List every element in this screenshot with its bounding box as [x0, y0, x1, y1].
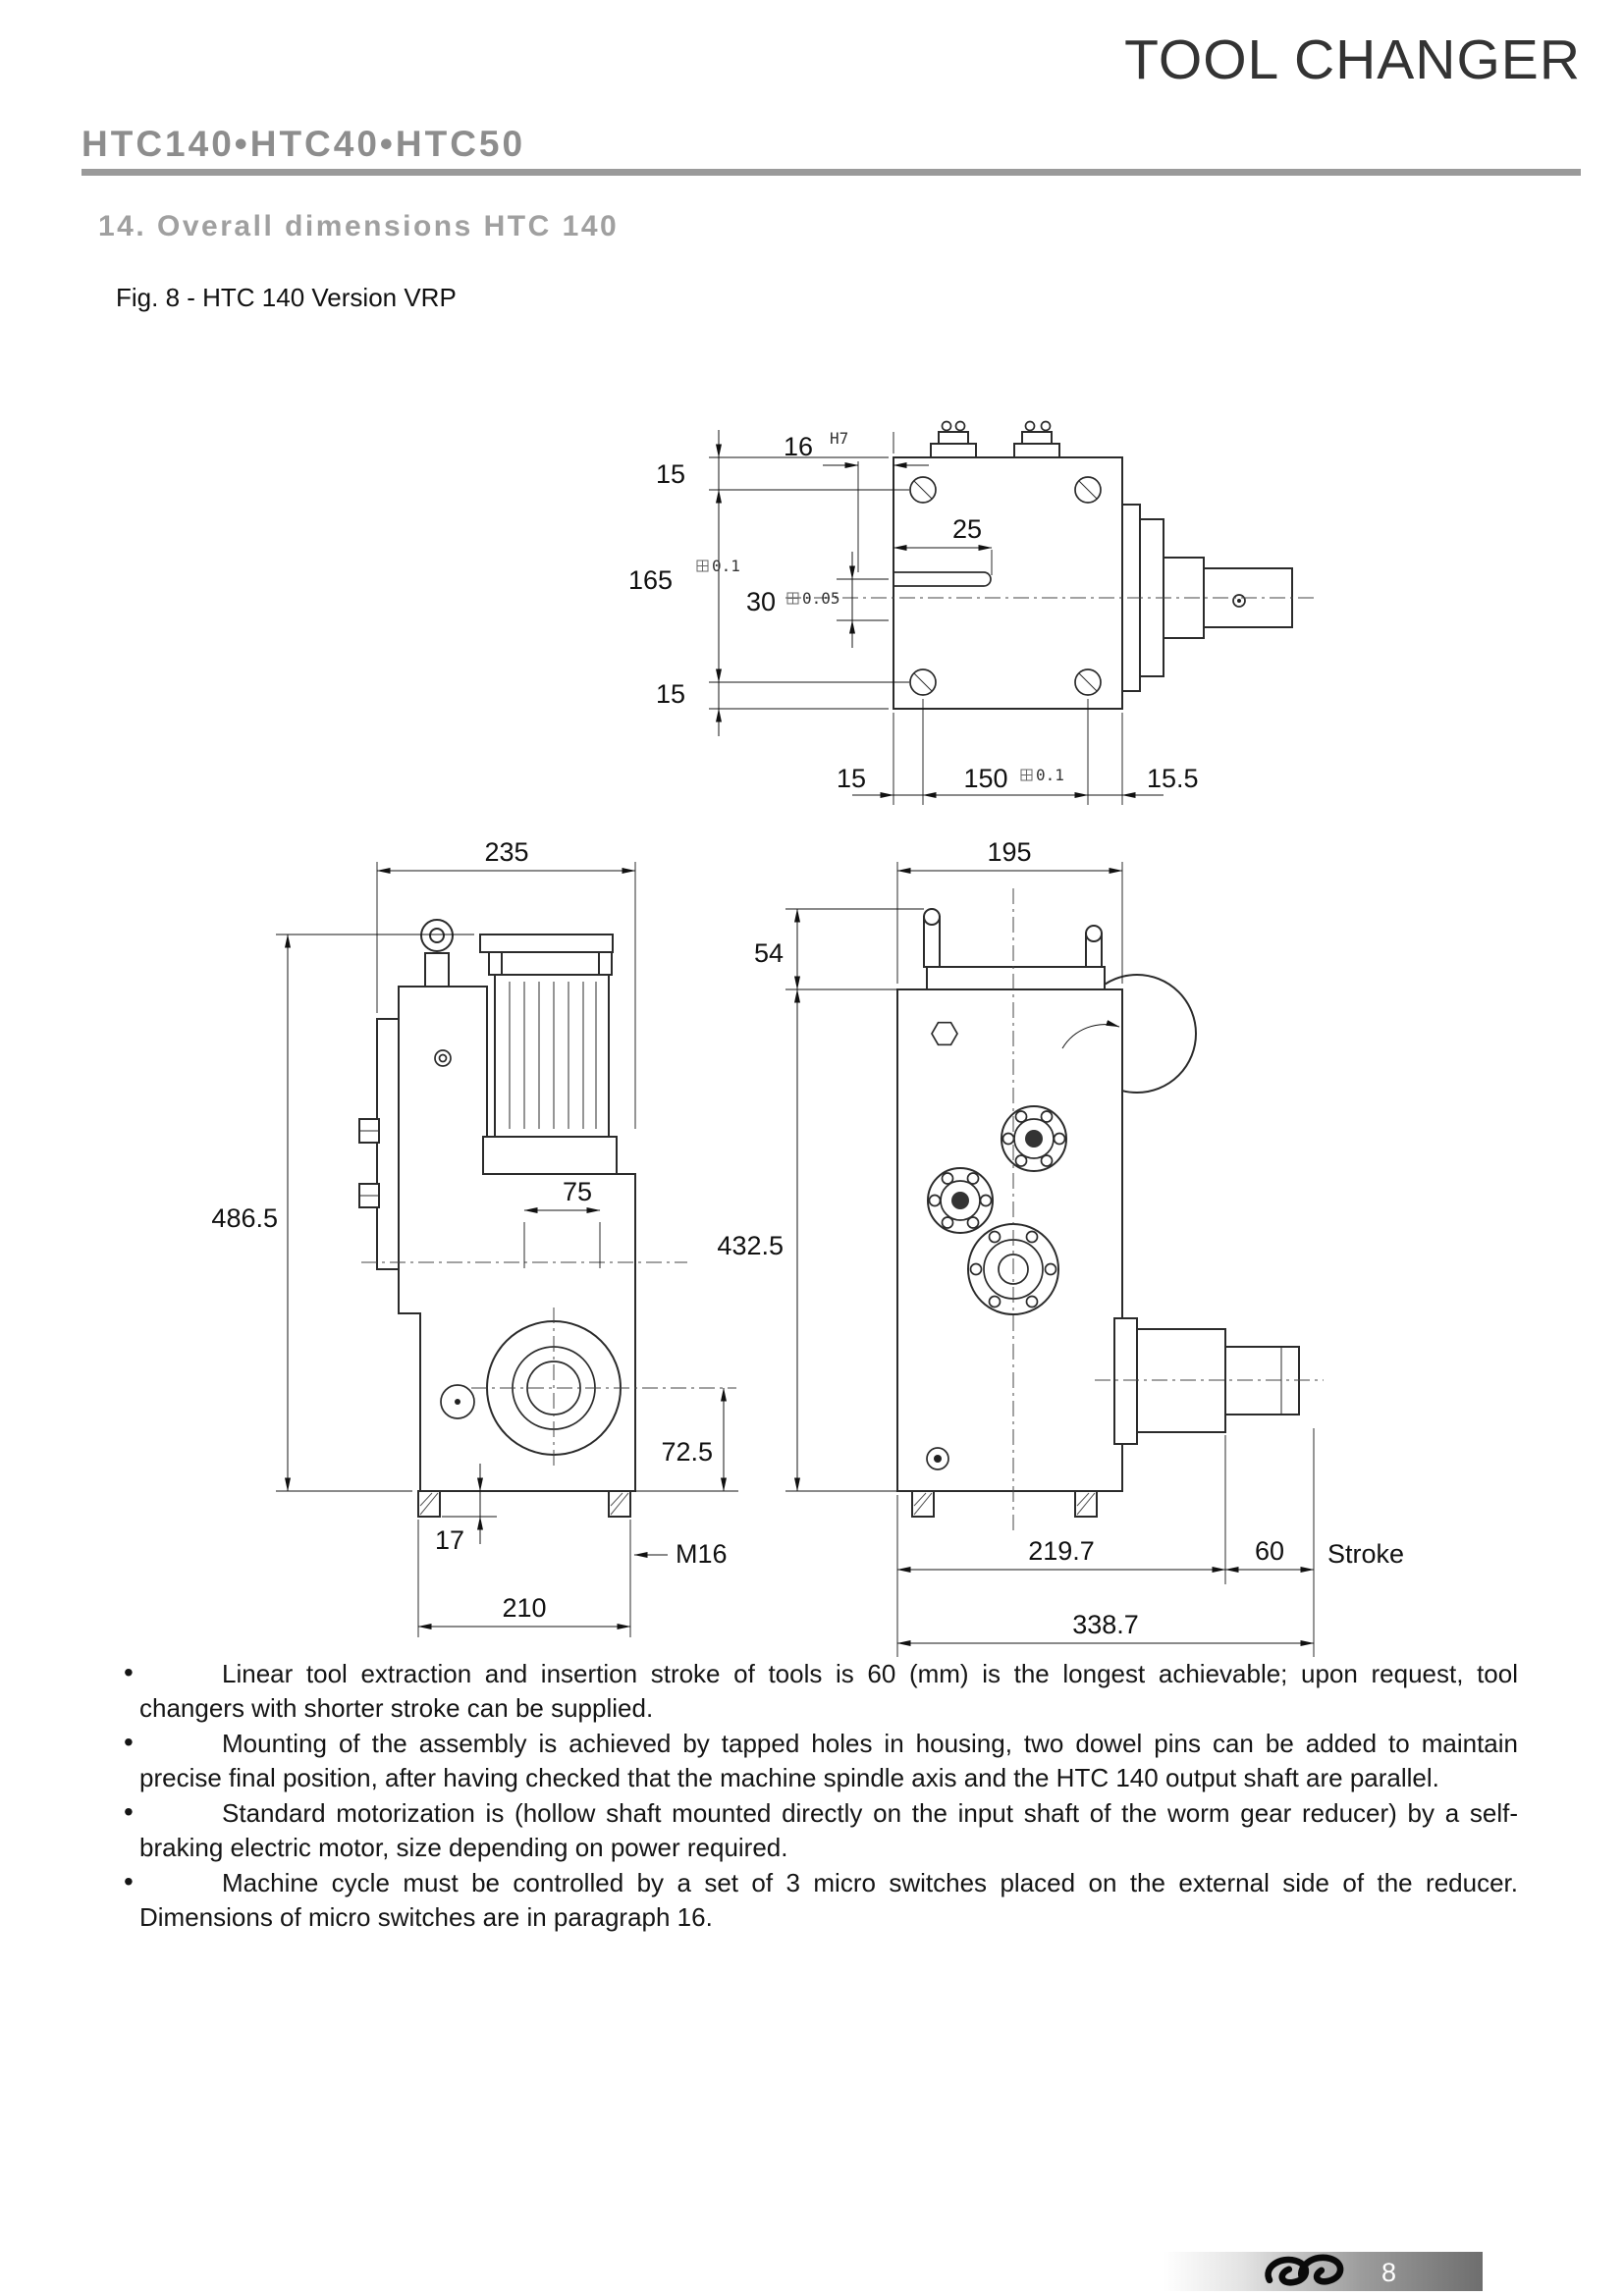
note-text: Standard motorization is (hollow shaft m… — [139, 1798, 1518, 1862]
note-item: • Mounting of the assembly is achieved b… — [124, 1727, 1518, 1795]
dim-195: 195 — [987, 837, 1031, 867]
dim-54: 54 — [754, 938, 784, 968]
dim-15-bottom: 15 — [656, 679, 685, 709]
models-heading: HTC140•HTC40•HTC50 — [81, 124, 526, 164]
figure-caption: Fig. 8 - HTC 140 Version VRP — [116, 283, 457, 312]
dim-16: 16 — [784, 432, 813, 461]
notes-list: • Linear tool extraction and insertion s… — [124, 1657, 1518, 1936]
note-item: • Standard motorization is (hollow shaft… — [124, 1796, 1518, 1865]
dim-150: 150 — [963, 764, 1007, 793]
tolerance-box-icon — [786, 592, 799, 605]
dim-b15: 15 — [837, 764, 866, 793]
dim-15-top: 15 — [656, 459, 685, 489]
dim-155: 15.5 — [1147, 764, 1199, 793]
bullet-icon: • — [124, 1657, 134, 1687]
page-title: TOOL CHANGER — [1124, 28, 1581, 91]
dim-3387: 338.7 — [1072, 1610, 1139, 1639]
page-number: 8 — [1381, 2258, 1397, 2287]
side-view-drawing: 235 486.5 75 72.5 17 M16 — [211, 837, 738, 1637]
tol-165: 0.1 — [712, 557, 740, 575]
dim-60: 60 — [1255, 1536, 1284, 1566]
footer-bar: 8 — [1164, 2252, 1483, 2291]
brand-logo-icon — [1265, 2254, 1344, 2286]
dim-210: 210 — [502, 1593, 546, 1623]
bullet-icon: • — [124, 1796, 134, 1827]
section-heading: 14. Overall dimensions HTC 140 — [98, 210, 620, 242]
top-view-drawing: 16 H7 15 165 0.1 15 25 — [628, 420, 1316, 805]
dim-725: 72.5 — [661, 1437, 713, 1467]
bullet-icon: • — [124, 1727, 134, 1757]
note-text: Mounting of the assembly is achieved by … — [139, 1729, 1518, 1792]
note-item: • Machine cycle must be controlled by a … — [124, 1866, 1518, 1935]
front-view-drawing: 195 54 432.5 219.7 60 Stroke 338.7 — [717, 837, 1404, 1657]
note-text: Linear tool extraction and insertion str… — [139, 1659, 1518, 1723]
dim-m16: M16 — [676, 1539, 728, 1569]
stroke-label: Stroke — [1327, 1539, 1404, 1569]
dim-17: 17 — [435, 1525, 464, 1555]
tolerance-box-icon — [1020, 769, 1033, 781]
dim-h7: H7 — [830, 429, 848, 448]
dim-235: 235 — [484, 837, 528, 867]
note-item: • Linear tool extraction and insertion s… — [124, 1657, 1518, 1726]
tolerance-box-icon — [696, 560, 709, 572]
dim-25: 25 — [952, 514, 982, 544]
bullet-icon: • — [124, 1866, 134, 1896]
dim-75: 75 — [563, 1177, 592, 1206]
header-rule — [81, 169, 1581, 176]
dim-4865: 486.5 — [211, 1203, 278, 1233]
dim-30: 30 — [746, 587, 776, 616]
dim-4325: 432.5 — [717, 1231, 784, 1260]
note-text: Machine cycle must be controlled by a se… — [139, 1868, 1518, 1932]
dim-2197: 219.7 — [1028, 1536, 1095, 1566]
tol-30: 0.05 — [802, 589, 840, 608]
dim-165: 165 — [628, 565, 673, 595]
tol-150: 0.1 — [1036, 766, 1064, 784]
